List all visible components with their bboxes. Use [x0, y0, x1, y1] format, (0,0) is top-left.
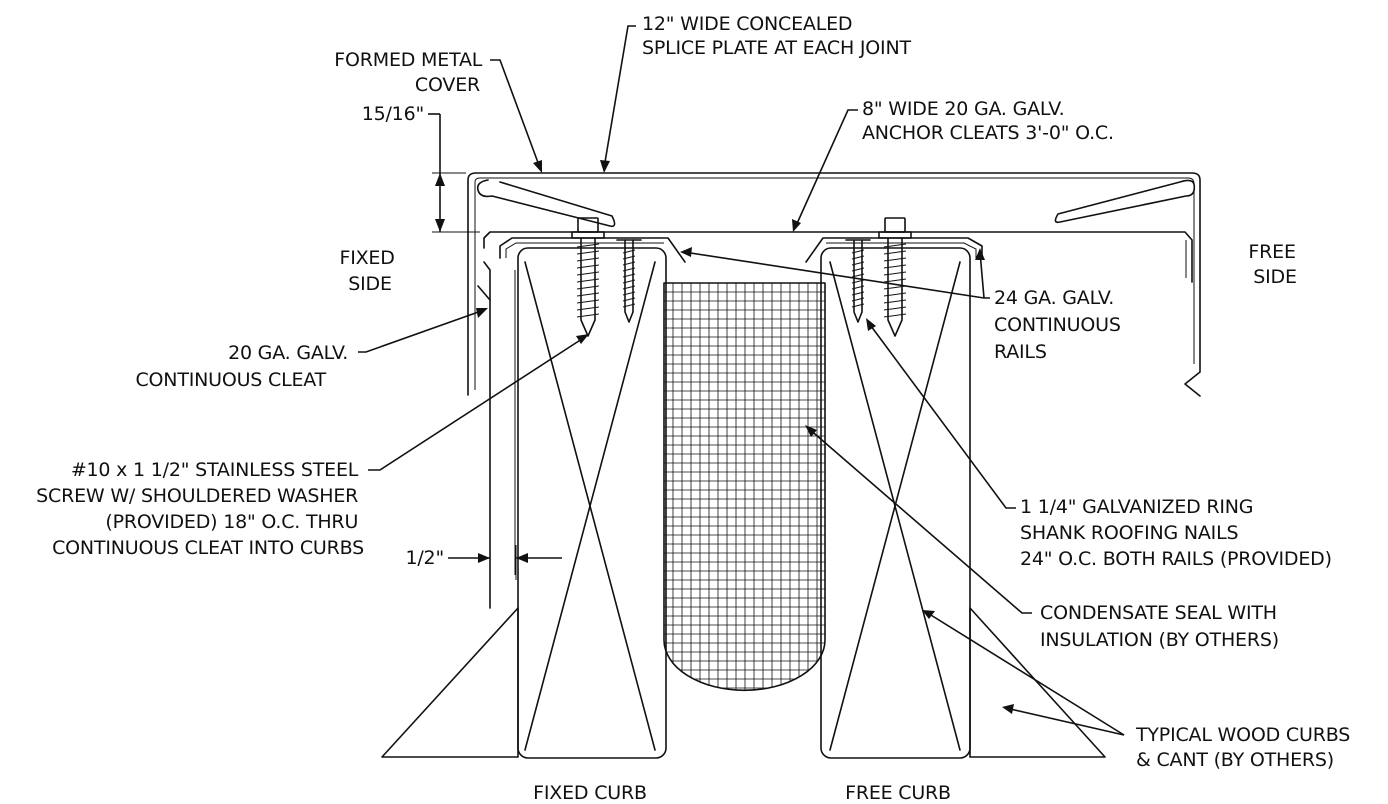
condensate-seal-insulation [663, 282, 826, 692]
anchor-cleat [483, 231, 1193, 283]
ring-shank-nails-label: 1 1/4" GALVANIZED RING SHANK ROOFING NAI… [1020, 496, 1332, 570]
stainless-steel-screw-fixed [571, 217, 605, 337]
fixed-curb [517, 247, 667, 759]
formed-metal-cover [467, 172, 1201, 397]
continuous-rails-label: 24 GA. GALV. CONTINUOUS RAILS [994, 287, 1127, 363]
fixed-rail [499, 237, 686, 263]
ring-shank-nail-free [845, 239, 871, 323]
continuous-cleat-label: 20 GA. GALV. CONTINUOUS CLEAT [135, 342, 354, 391]
stainless-steel-screw-free [878, 217, 912, 337]
cover-height-dimension-label: 15/16" [362, 103, 424, 125]
condensate-seal-label: CONDENSATE SEAL WITH INSULATION (BY OTHE… [1040, 602, 1283, 651]
anchor-cleats-label: 8" WIDE 20 GA. GALV. ANCHOR CLEATS 3'-0"… [862, 98, 1114, 144]
continuous-cleat [477, 261, 516, 609]
fixed-cant [381, 607, 519, 758]
free-rail [805, 237, 983, 263]
fixed-curb-label: FIXED CURB [533, 782, 647, 804]
formed-metal-cover-label: FORMED METAL COVER [334, 49, 488, 96]
free-curb [820, 247, 971, 759]
leader-lines [358, 25, 1125, 736]
cover-height-dimension [428, 113, 480, 233]
splice-plate-label: 12" WIDE CONCEALED SPLICE PLATE AT EACH … [642, 13, 911, 59]
gap-dimension [448, 545, 562, 580]
gap-dimension-label: 1/2" [405, 547, 444, 569]
wood-curbs-label: TYPICAL WOOD CURBS & CANT (BY OTHERS) [1135, 724, 1356, 771]
free-curb-label: FREE CURB [845, 782, 951, 804]
free-side-label: FREE SIDE [1248, 241, 1301, 288]
fixed-side-label: FIXED SIDE [339, 247, 400, 295]
ring-shank-nail-fixed [616, 239, 642, 323]
stainless-steel-screw-label: #10 x 1 1/2" STAINLESS STEEL SCREW W/ SH… [36, 459, 364, 559]
